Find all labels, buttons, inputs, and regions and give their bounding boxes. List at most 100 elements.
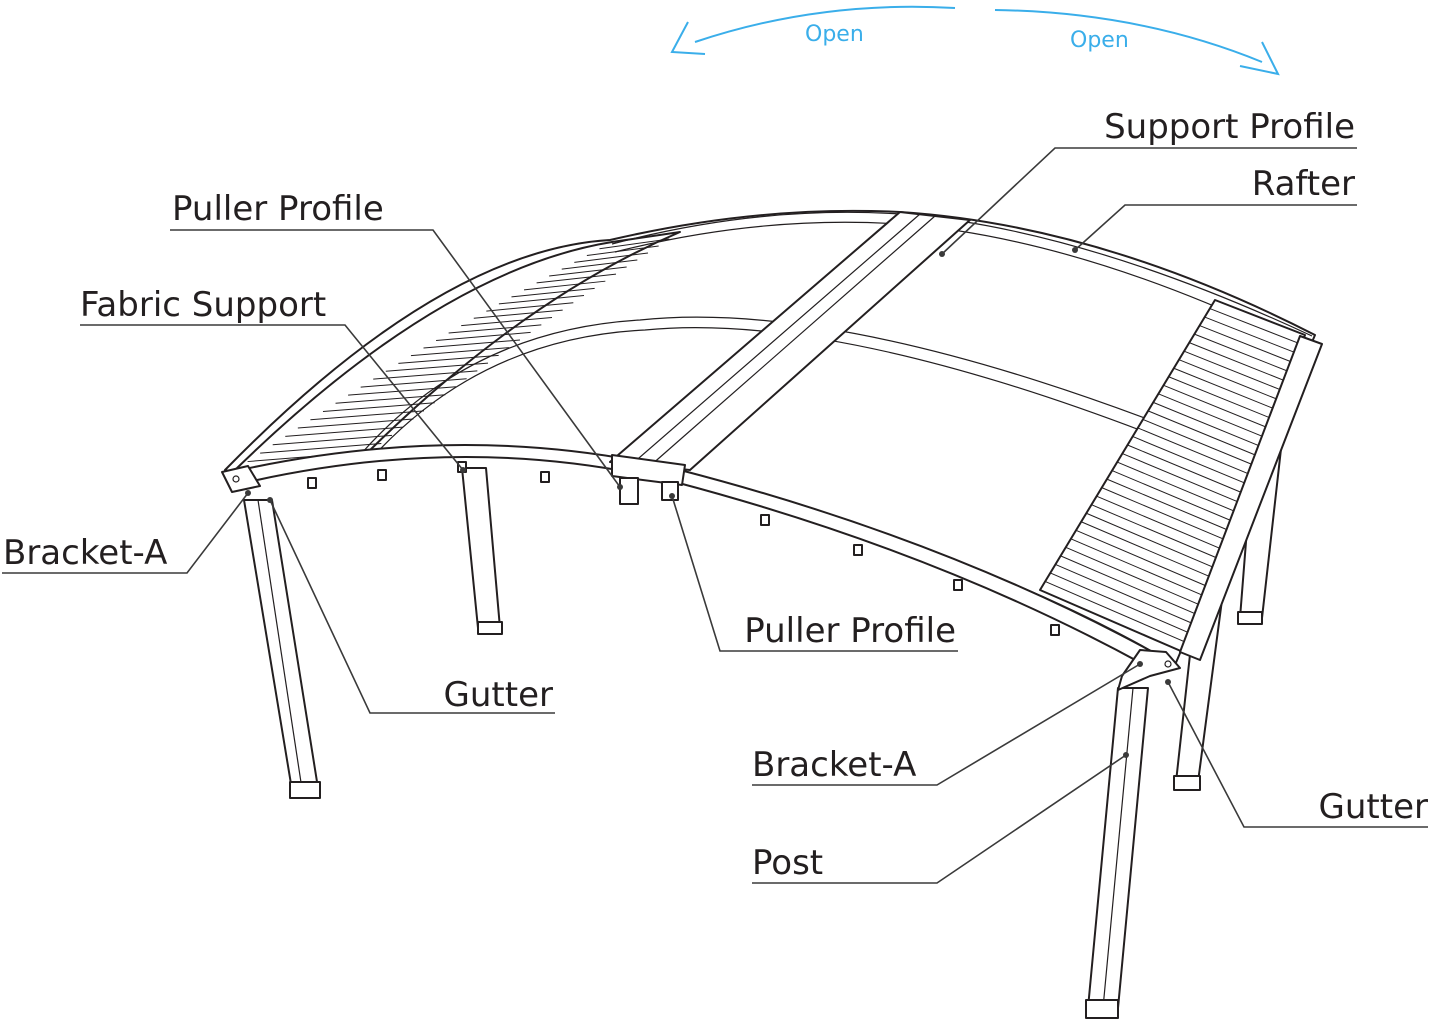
fabric-slat bbox=[1080, 521, 1218, 581]
fabric-slat bbox=[260, 443, 382, 454]
leader-dot bbox=[460, 467, 466, 473]
fabric-slat bbox=[1106, 478, 1235, 534]
leader-dot bbox=[267, 497, 273, 503]
label-puller-profile-mid: Puller Profile bbox=[744, 611, 956, 651]
post-foot bbox=[289, 781, 321, 799]
leader-puller-profile-mid bbox=[671, 495, 958, 652]
roof bbox=[221, 209, 1323, 691]
fabric-slat bbox=[1189, 342, 1289, 383]
fabric-slat bbox=[586, 245, 659, 257]
fabric-slat bbox=[398, 354, 499, 364]
leader-dot bbox=[1072, 247, 1078, 253]
post-foot bbox=[1237, 611, 1263, 625]
support-profile-ridge bbox=[631, 213, 921, 465]
leader-dot bbox=[245, 490, 251, 496]
fabric-slat bbox=[310, 410, 425, 421]
fabric-slat bbox=[1050, 572, 1197, 637]
label-support-profile: Support Profile bbox=[1104, 107, 1355, 147]
fabric-support-clip bbox=[377, 469, 387, 481]
bracket-a-right-part bbox=[1117, 649, 1181, 691]
open-label-left: Open bbox=[805, 22, 864, 47]
fabric-slat bbox=[1075, 529, 1214, 590]
fabric-slat bbox=[272, 434, 393, 446]
fabric-slat bbox=[511, 287, 595, 298]
fabric-slat bbox=[335, 394, 446, 404]
leader-dot bbox=[1165, 679, 1171, 685]
fabric-slat bbox=[448, 324, 542, 334]
post-front-left bbox=[243, 499, 319, 791]
fabric-slat bbox=[1111, 470, 1238, 524]
open-arrows: Open Open bbox=[670, 5, 1280, 76]
open-arrow-left bbox=[694, 5, 956, 43]
fabric-support-clip bbox=[853, 544, 863, 556]
part-labels: Support Profile Rafter Puller Profile Fa… bbox=[3, 107, 1428, 883]
fabric-slat bbox=[1070, 538, 1211, 599]
fabric-slat bbox=[486, 302, 574, 312]
fabric-slat bbox=[574, 252, 649, 263]
fabric-slat bbox=[1204, 316, 1299, 355]
fabric-slat bbox=[385, 362, 489, 372]
fabric-slat bbox=[1153, 401, 1265, 449]
fabric-slat bbox=[599, 238, 670, 250]
puller-profile-block bbox=[619, 477, 639, 505]
fabric-slat bbox=[360, 378, 467, 388]
fabric-slat bbox=[1132, 436, 1252, 487]
rafter-middle-inner bbox=[369, 327, 1146, 461]
label-fabric-support: Fabric Support bbox=[80, 285, 326, 325]
leader-post bbox=[752, 754, 1127, 884]
roof-end-cap-right bbox=[1179, 335, 1323, 661]
fabric-slat bbox=[1101, 487, 1231, 543]
label-post: Post bbox=[752, 843, 823, 883]
fabric-slat bbox=[1096, 495, 1228, 552]
leader-dot bbox=[1137, 661, 1143, 667]
fabric-slat bbox=[523, 280, 606, 291]
label-bracket-a-left: Bracket-A bbox=[3, 533, 167, 573]
support-profile-ridge bbox=[649, 215, 936, 467]
left-slats bbox=[247, 238, 670, 463]
post-foot bbox=[1173, 775, 1201, 791]
fabric-slat bbox=[1147, 410, 1262, 458]
open-arrowhead-left bbox=[670, 21, 706, 55]
fabric-support-hangers bbox=[307, 461, 1060, 636]
fabric-slat bbox=[1209, 308, 1302, 345]
fabric-slat bbox=[1117, 461, 1241, 515]
fabric-slat bbox=[1163, 384, 1272, 430]
leader-dot bbox=[1123, 752, 1129, 758]
posts bbox=[243, 439, 1283, 1019]
fabric-slat bbox=[498, 295, 585, 305]
fabric-slat bbox=[1060, 555, 1204, 618]
right-slats bbox=[1044, 308, 1302, 647]
fabric-slat bbox=[461, 316, 553, 327]
leader-gutter-left bbox=[269, 499, 555, 714]
bracket-bolt bbox=[1164, 660, 1172, 668]
fabric-slat bbox=[549, 266, 627, 277]
post-back-left bbox=[461, 467, 501, 629]
label-bracket-a-right: Bracket-A bbox=[752, 745, 916, 785]
fabric-slat bbox=[1178, 359, 1282, 402]
fabric-support-clip bbox=[540, 471, 550, 483]
fabric-slat bbox=[1122, 453, 1245, 505]
label-gutter-right: Gutter bbox=[1319, 787, 1428, 827]
fabric-support-clip bbox=[953, 579, 963, 591]
fabric-slat bbox=[1055, 563, 1201, 628]
fabric-slat bbox=[1173, 367, 1279, 411]
fabric-slat bbox=[1142, 418, 1258, 468]
fabric-slat bbox=[1183, 350, 1285, 392]
bracket-bolt bbox=[232, 475, 240, 483]
open-label-right: Open bbox=[1070, 28, 1129, 53]
post-foot bbox=[477, 621, 503, 635]
fabric-slat bbox=[1127, 444, 1248, 496]
leader-lines bbox=[2, 147, 1428, 884]
leader-puller-profile-top bbox=[170, 229, 621, 488]
label-rafter: Rafter bbox=[1252, 164, 1355, 204]
leader-dot bbox=[617, 484, 623, 490]
fabric-slat bbox=[322, 402, 435, 412]
fabric-slat bbox=[1086, 512, 1221, 571]
fabric-support-clip bbox=[760, 514, 770, 526]
fabric-support-clip bbox=[1050, 624, 1060, 636]
leader-fabric-support bbox=[80, 324, 464, 471]
fabric-slat bbox=[1194, 333, 1292, 374]
leader-bracket-a-right bbox=[752, 663, 1141, 786]
